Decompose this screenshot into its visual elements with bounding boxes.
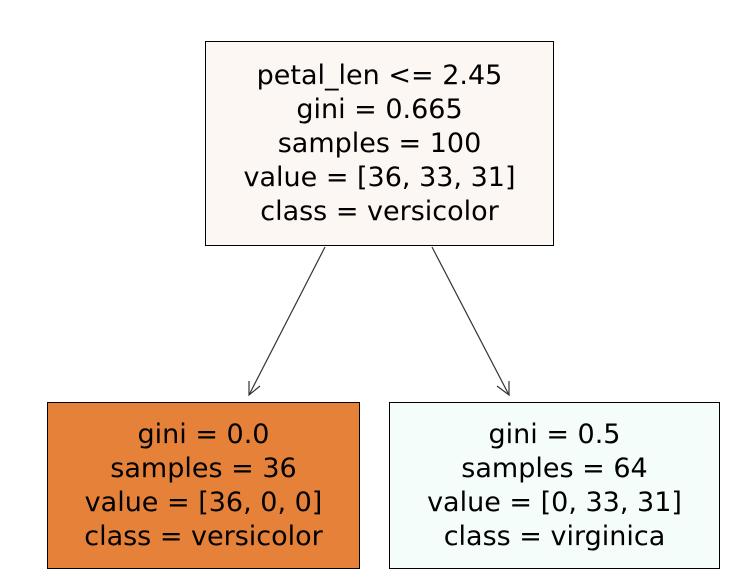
left-class: class = versicolor <box>84 520 323 552</box>
edge-root-to-right <box>431 246 510 397</box>
right-gini: gini = 0.5 <box>488 418 621 450</box>
left-value: value = [36, 0, 0] <box>84 486 323 518</box>
left-samples: samples = 36 <box>110 452 297 484</box>
right-leaf-node: gini = 0.5 samples = 64 value = [0, 33, … <box>389 402 720 569</box>
left-gini: gini = 0.0 <box>137 418 270 450</box>
root-split-rule: petal_len <= 2.45 <box>256 59 503 91</box>
right-value: value = [0, 33, 31] <box>427 486 682 518</box>
left-leaf-node: gini = 0.0 samples = 36 value = [36, 0, … <box>47 402 360 569</box>
root-node: petal_len <= 2.45 gini = 0.665 samples =… <box>205 41 554 246</box>
right-samples: samples = 64 <box>461 452 648 484</box>
right-class: class = virginica <box>443 520 666 552</box>
edge-root-to-left <box>248 246 326 397</box>
root-class: class = versicolor <box>260 195 499 227</box>
root-samples: samples = 100 <box>277 127 482 159</box>
root-gini: gini = 0.665 <box>296 93 463 125</box>
root-value: value = [36, 33, 31] <box>243 161 516 193</box>
